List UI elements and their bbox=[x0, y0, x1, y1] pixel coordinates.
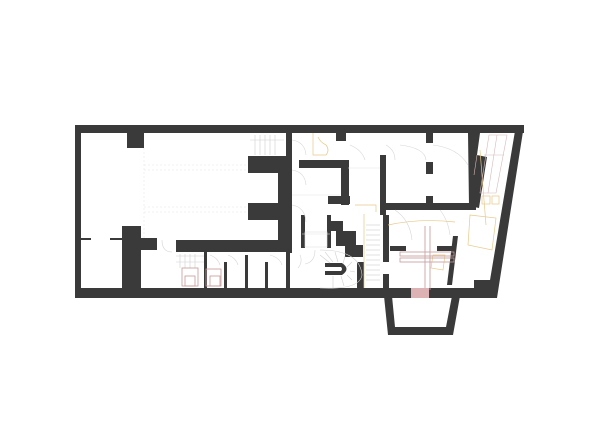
interior-walls bbox=[81, 125, 490, 290]
red-fixtures bbox=[181, 226, 455, 290]
detail-lines bbox=[292, 167, 380, 248]
red-panel bbox=[411, 288, 429, 298]
accent-fixtures bbox=[312, 133, 500, 288]
door-swings bbox=[161, 139, 469, 269]
staircase-corridor bbox=[366, 224, 380, 281]
staircase-lower-left bbox=[176, 254, 204, 268]
staircase-top bbox=[250, 135, 284, 155]
rear-bay bbox=[384, 296, 460, 335]
outer-walls bbox=[75, 125, 524, 298]
staircase-spiral bbox=[319, 249, 363, 289]
right-narrow-room bbox=[473, 134, 508, 194]
hall-guide-lines bbox=[143, 148, 248, 238]
openings bbox=[248, 133, 389, 274]
